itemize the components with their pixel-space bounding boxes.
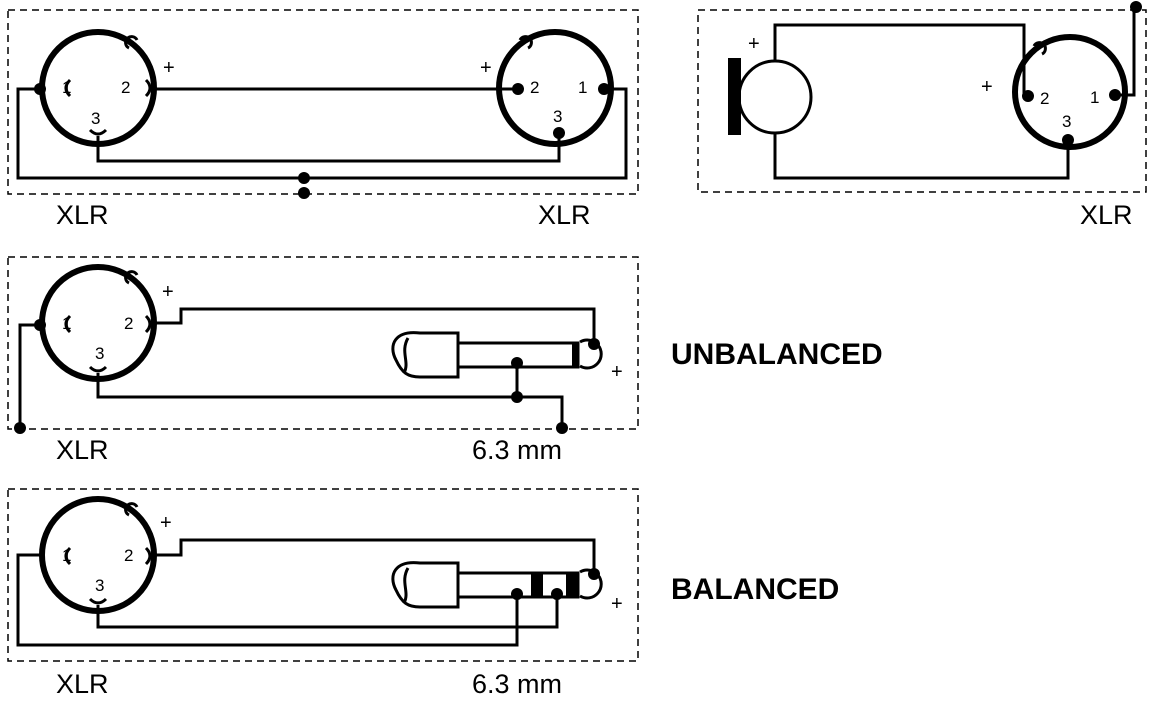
diagram-frame bbox=[7, 9, 639, 195]
pin-label: 2 bbox=[530, 78, 539, 97]
microphone-icon bbox=[728, 58, 813, 135]
polarity-plus: + bbox=[163, 57, 175, 79]
xlr-connector-left: 1 2 3 bbox=[39, 29, 157, 147]
pin-label: 1 bbox=[62, 546, 71, 565]
pin-label: 2 bbox=[121, 78, 130, 97]
polarity-plus: + bbox=[981, 76, 993, 98]
connector-label: XLR bbox=[1080, 200, 1133, 230]
connector-label: XLR bbox=[538, 200, 591, 230]
xlr-connector: 2 1 3 bbox=[1012, 34, 1128, 150]
pin-label: 3 bbox=[91, 109, 100, 128]
polarity-plus: + bbox=[160, 512, 172, 534]
pin-label: 2 bbox=[124, 314, 133, 333]
pin-label: 1 bbox=[1090, 88, 1099, 107]
pin-label: 3 bbox=[95, 344, 104, 363]
connector-label: XLR bbox=[56, 669, 109, 699]
balanced-diagram: 1 2 3 + + XLR 6.3 mm bbox=[7, 488, 639, 699]
xlr-connector: 1 2 3 bbox=[39, 496, 157, 614]
pin-label: 3 bbox=[95, 576, 104, 595]
jack-plug-icon bbox=[391, 331, 603, 379]
polarity-plus: + bbox=[748, 33, 760, 55]
pin-label: 3 bbox=[553, 107, 562, 126]
pin-label: 1 bbox=[62, 78, 71, 97]
polarity-plus: + bbox=[480, 57, 492, 79]
microphone-to-xlr-diagram: + 2 1 3 + XLR bbox=[697, 1, 1147, 230]
xlr-to-xlr-diagram: 1 2 3 2 1 3 + + XLR XLR bbox=[7, 9, 639, 230]
pin-label: 3 bbox=[1062, 112, 1071, 131]
pin-label: 2 bbox=[124, 546, 133, 565]
balanced-title: BALANCED bbox=[671, 573, 839, 606]
diagram-frame bbox=[7, 256, 639, 430]
pin-label: 1 bbox=[578, 78, 587, 97]
connector-label: XLR bbox=[56, 200, 109, 230]
connector-label: 6.3 mm bbox=[472, 669, 562, 699]
xlr-connector: 1 2 3 bbox=[39, 264, 157, 382]
diagram-frame bbox=[697, 9, 1147, 193]
unbalanced-diagram: 1 2 3 + + XLR 6.3 mm bbox=[7, 256, 639, 465]
diagram-frame bbox=[7, 488, 639, 662]
connector-label: XLR bbox=[56, 435, 109, 465]
connector-label: 6.3 mm bbox=[472, 435, 562, 465]
pin-label: 1 bbox=[62, 314, 71, 333]
pin-label: 2 bbox=[1040, 89, 1049, 108]
polarity-plus: + bbox=[611, 361, 623, 383]
polarity-plus: + bbox=[162, 281, 174, 303]
unbalanced-title: UNBALANCED bbox=[671, 338, 883, 371]
jack-plug-icon bbox=[391, 561, 603, 609]
polarity-plus: + bbox=[611, 593, 623, 615]
